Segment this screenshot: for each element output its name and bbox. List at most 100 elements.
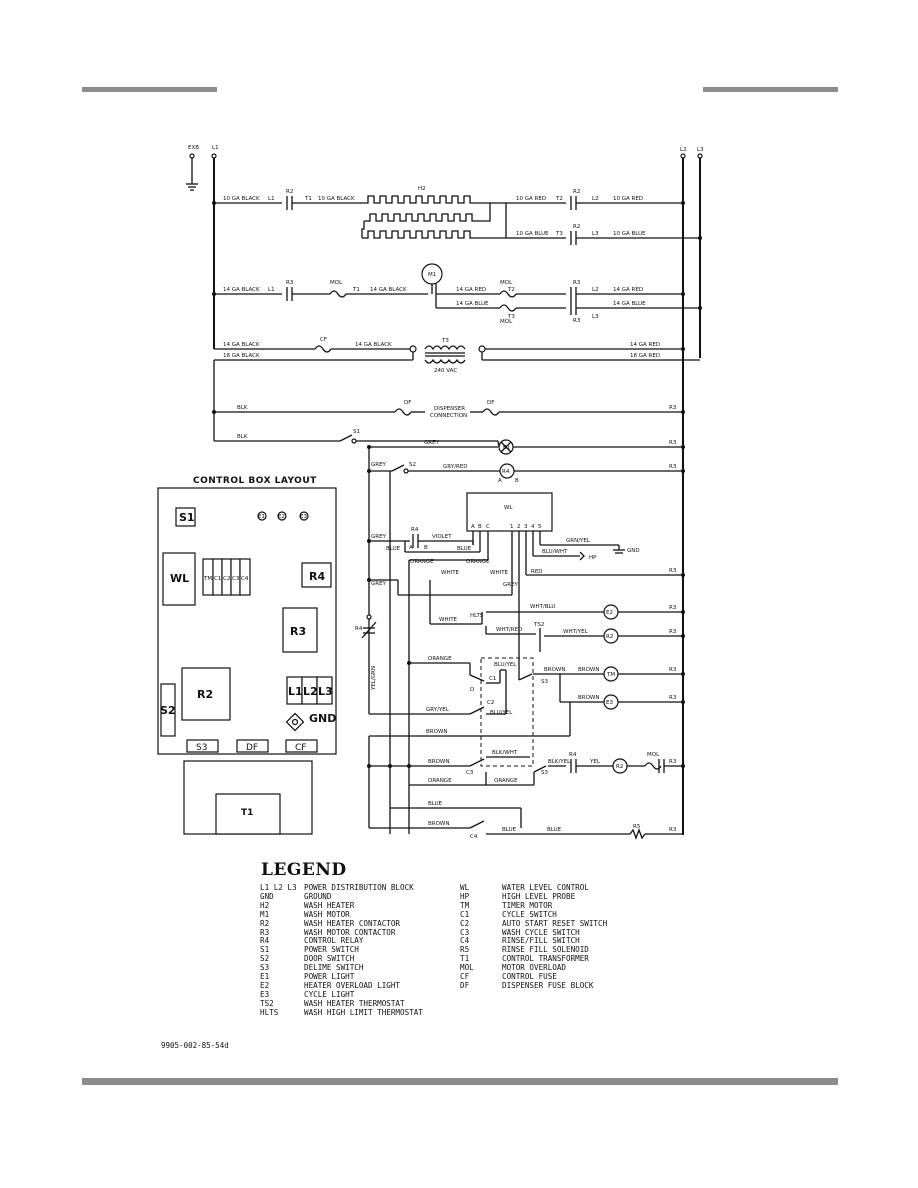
legend-desc: HEATER OVERLOAD LIGHT: [304, 980, 401, 990]
legend-desc: RINSE/FILL SWITCH: [502, 936, 580, 946]
label-r3-e1: R3: [669, 440, 677, 446]
legend-code: S2: [260, 954, 270, 964]
wire-label-blk-1: BLK: [237, 405, 248, 411]
legend-row: C4 RINSE/FILL SWITCH: [460, 937, 607, 946]
legend-code: C4: [460, 936, 470, 946]
label-r3-disp: R3: [669, 405, 677, 411]
legend-desc: CONTROL FUSE: [502, 972, 557, 982]
wire-label-orange-4: ORANGE: [428, 778, 452, 784]
legend-desc: WASH MOTOR CONTACTOR: [304, 927, 396, 937]
wire-label-10ga-red-h: 10 GA RED: [516, 196, 546, 202]
water-level-control: [466, 492, 685, 585]
cb-s1: S1: [179, 511, 195, 524]
label-r2-coil: R2: [606, 634, 613, 640]
label-l2: L2: [680, 147, 687, 153]
legend-code: R3: [260, 927, 270, 937]
heater-thermostat-circuit: [429, 580, 685, 652]
wire-label-grey-3: GREY: [371, 534, 387, 540]
legend-desc: WASH HEATER: [304, 900, 355, 910]
legend-code: R4: [260, 936, 270, 946]
label-d: D: [470, 687, 474, 693]
legend-desc: CONTROL RELAY: [304, 936, 364, 946]
wire-label-orange-1: ORANGE: [410, 559, 434, 565]
timer-circuit: [369, 585, 685, 767]
wire-label-blk-wht: BLK/WHT: [492, 750, 518, 756]
legend-desc: POWER DISTRIBUTION BLOCK: [304, 883, 414, 892]
wire-label-14ga-black-t2: 14 GA BLACK: [355, 342, 392, 348]
label-e1: E1: [503, 445, 510, 451]
label-l1: L1: [212, 145, 219, 151]
legend-desc: AUTO START RESET SWITCH: [502, 918, 608, 928]
legend-code: C3: [460, 927, 470, 937]
legend-code: R5: [460, 945, 470, 955]
wire-label-14ga-black-m: 14 GA BLACK: [370, 287, 407, 293]
label-l3-terminal-a: L3: [592, 231, 599, 237]
label-e3: E3: [606, 700, 613, 706]
control-box: [157, 487, 337, 835]
wire-label-grey-5: GREY: [503, 582, 519, 588]
label-r2-heater-3: R2: [573, 224, 580, 230]
wl-term-b: B: [478, 524, 482, 530]
label-c4: C4: [470, 834, 478, 840]
wire-label-brown-4: BROWN: [426, 729, 447, 735]
label-r3-rinse: R3: [669, 759, 677, 765]
legend-code: HLTS: [260, 1007, 279, 1017]
header-bar-left: [82, 87, 217, 92]
label-r3-e2: R3: [669, 605, 677, 611]
wire-label-10ga-black-l1: 10 GA BLACK: [223, 196, 260, 202]
cb-df: DF: [246, 743, 258, 753]
label-hlts: HLTS: [470, 613, 484, 619]
door-switch-circuit: [367, 463, 685, 834]
transformer-circuit: [213, 345, 700, 441]
wire-label-yel-grn: YEL/GRN: [371, 666, 377, 691]
label-l2-terminal-a: L2: [592, 196, 599, 202]
wire-label-blue-2: BLUE: [457, 546, 472, 552]
wl-term-3: 3: [524, 524, 528, 530]
legend-desc: POWER LIGHT: [304, 972, 355, 982]
cb-light-e1: E1: [258, 514, 265, 520]
legend-desc: DISPENSER FUSE BLOCK: [502, 980, 594, 990]
control-box-title: CONTROL BOX LAYOUT: [193, 476, 317, 486]
wire-label-18ga-black: 18 GA BLACK: [223, 353, 260, 359]
header-bar-right: [703, 87, 838, 92]
legend-row: R3 WASH MOTOR CONTACTOR: [260, 927, 423, 938]
wire-label-brown-5: BROWN: [428, 759, 449, 765]
legend-code: R2: [260, 918, 270, 928]
ground-symbol-exb: [186, 153, 198, 191]
label-s1: S1: [353, 429, 360, 435]
wire-label-wht-yel: WHT/YEL: [563, 629, 589, 635]
wire-label-14ga-red-m: 14 GA RED: [456, 287, 486, 293]
wire-label-orange-2: ORANGE: [466, 559, 490, 565]
wire-label-blu-yel-2: BLU/YEL: [490, 710, 513, 716]
label-t2-heater: T2: [555, 196, 563, 202]
wire-label-gry-yel: GRY/YEL: [426, 707, 450, 713]
legend-desc: WATER LEVEL CONTROL: [502, 883, 589, 892]
wire-label-14ga-red: 14 GA RED: [613, 287, 643, 293]
cb-r3: R3: [290, 625, 306, 638]
label-s2: S2: [409, 462, 416, 468]
legend-code: HP: [460, 891, 470, 901]
label-r3-motor-3: R3: [573, 318, 581, 324]
legend-desc: CYCLE SWITCH: [502, 909, 557, 919]
label-r2-rinse: R2: [616, 764, 623, 770]
label-dispenser-2: CONNECTION: [430, 413, 467, 419]
legend-row: R4 CONTROL RELAY: [260, 937, 423, 946]
wire-label-grn-yel: GRN/YEL: [566, 538, 591, 544]
legend-desc: WASH HEATER CONTACTOR: [304, 918, 401, 928]
cb-strip-c3: C3: [232, 576, 240, 582]
legend-code: DF: [460, 980, 470, 990]
label-mol-3: MOL: [500, 319, 513, 325]
label-l1-terminal-a: L1: [268, 196, 275, 202]
legend-desc: CYCLE LIGHT: [304, 989, 355, 999]
label-r2-heater: R2: [286, 189, 293, 195]
wire-label-wht-blu: WHT/BLU: [530, 604, 555, 610]
